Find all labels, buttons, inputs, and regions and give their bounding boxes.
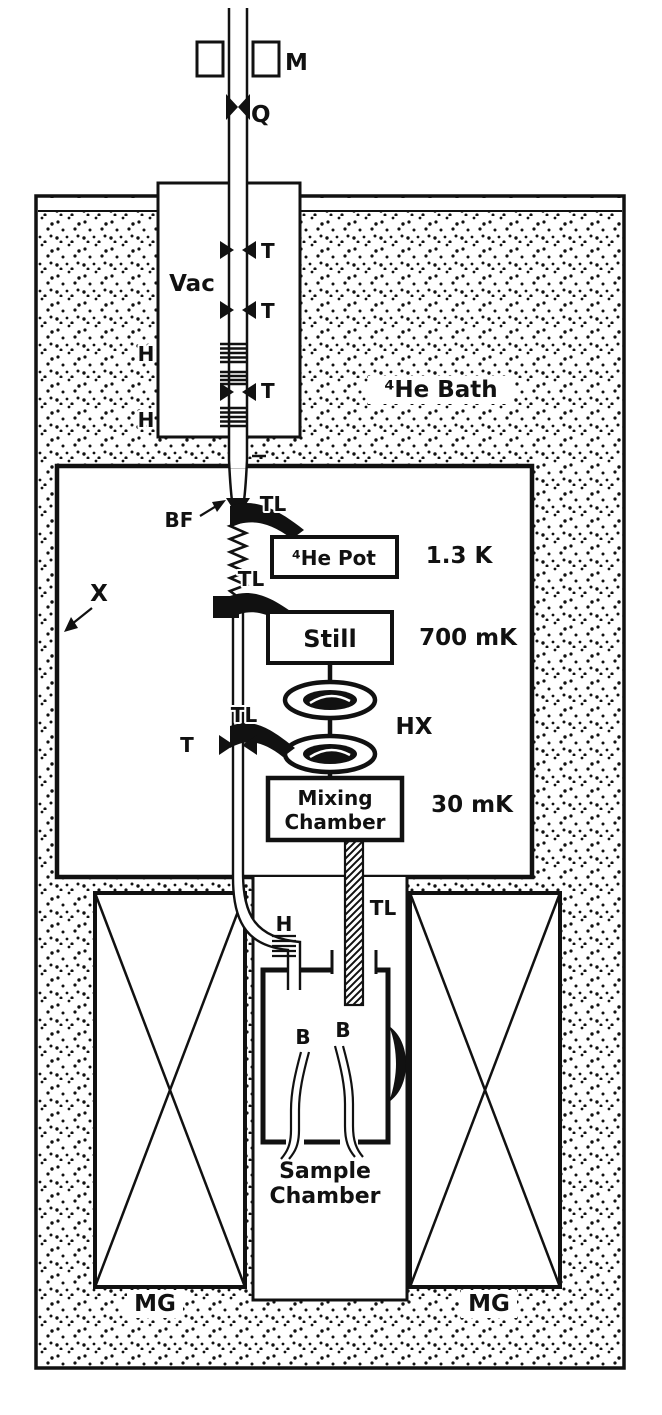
x-arrow — [64, 607, 93, 632]
label-he-pot: ⁴He Pot — [292, 546, 376, 570]
label-magnet-right: MG — [468, 1291, 510, 1317]
condenser-tube-wall — [231, 598, 290, 990]
flange-m — [195, 40, 281, 78]
flexible-tube-coil — [226, 512, 250, 599]
valve-q-icon — [226, 94, 250, 120]
label-tl-1: TL — [260, 492, 287, 516]
valve-blade — [238, 94, 250, 120]
bath-label-backing — [368, 376, 514, 404]
thermometer-icon — [220, 301, 256, 319]
heater-coil-icon — [220, 370, 248, 386]
label-x-shield: X — [90, 581, 108, 607]
sample-chamber-box — [260, 967, 391, 1145]
label-tl-4: TL — [370, 896, 397, 920]
label-b-tube-2: B — [335, 1018, 350, 1042]
thermometer-icon — [220, 383, 256, 401]
mixing-chamber-box — [265, 775, 405, 843]
sample-tube-b — [280, 1045, 364, 1160]
arrowhead — [212, 500, 226, 512]
heater-coil-icon — [220, 406, 248, 428]
thermal-link — [389, 1026, 406, 1102]
flange-block — [195, 40, 225, 78]
label-thermometer-3: T — [261, 379, 275, 403]
label-mixing-line1: Mixing — [297, 786, 372, 810]
magnet-left — [93, 891, 247, 1289]
label-bf: BF — [165, 508, 194, 532]
pumping-tube-bore — [229, 8, 247, 468]
label-vacuum-can: Vac — [169, 271, 215, 297]
bf-arrow — [199, 500, 226, 517]
thermometer-icon — [220, 241, 256, 259]
heater-coil-icon — [272, 934, 296, 958]
label-tl-2: TL — [238, 567, 265, 591]
valve-blade — [226, 94, 238, 120]
label-heater-1: H — [138, 342, 155, 366]
bath-lid-band — [38, 198, 622, 210]
he-pot-box — [270, 535, 399, 579]
magnet-cross-line — [93, 892, 247, 1288]
magnet-cross-line — [408, 892, 562, 1288]
label-manometer: M — [285, 50, 308, 76]
label-hx: HX — [396, 714, 433, 740]
label-valve: Q — [251, 102, 271, 128]
label-still: Still — [303, 625, 356, 653]
label-temp-mixing: 30 mK — [431, 792, 514, 818]
mg-left-label-backing — [127, 1290, 183, 1318]
label-temp-still: 700 mK — [419, 625, 518, 651]
arrowhead — [64, 617, 78, 632]
label-heater-3: H — [276, 912, 293, 936]
label-sample-line1: Sample — [279, 1159, 371, 1184]
label-temp-he-pot: 1.3 K — [426, 543, 494, 569]
label-tl-3: TL — [231, 703, 258, 727]
label-thermometer-4: T — [180, 733, 194, 757]
magnet-right — [408, 891, 562, 1289]
thermal-link-bar — [343, 838, 365, 1007]
flange-block — [251, 40, 281, 78]
label-thermometer-1: T — [261, 239, 275, 263]
thermal-link — [230, 722, 295, 757]
label-sample-line2: Chamber — [269, 1184, 380, 1209]
thermometer-icon — [219, 735, 257, 755]
label-thermometer-2: T — [261, 299, 275, 323]
thermal-link — [230, 503, 304, 539]
label-b-tube-1: B — [295, 1025, 310, 1049]
heater-coil-icon — [220, 342, 248, 364]
label-heater-2: H — [138, 408, 155, 432]
label-he-bath: ⁴He Bath — [384, 377, 497, 403]
label-mixing-line2: Chamber — [285, 810, 386, 834]
mg-right-label-backing — [461, 1290, 517, 1318]
label-magnet-left: MG — [134, 1291, 176, 1317]
